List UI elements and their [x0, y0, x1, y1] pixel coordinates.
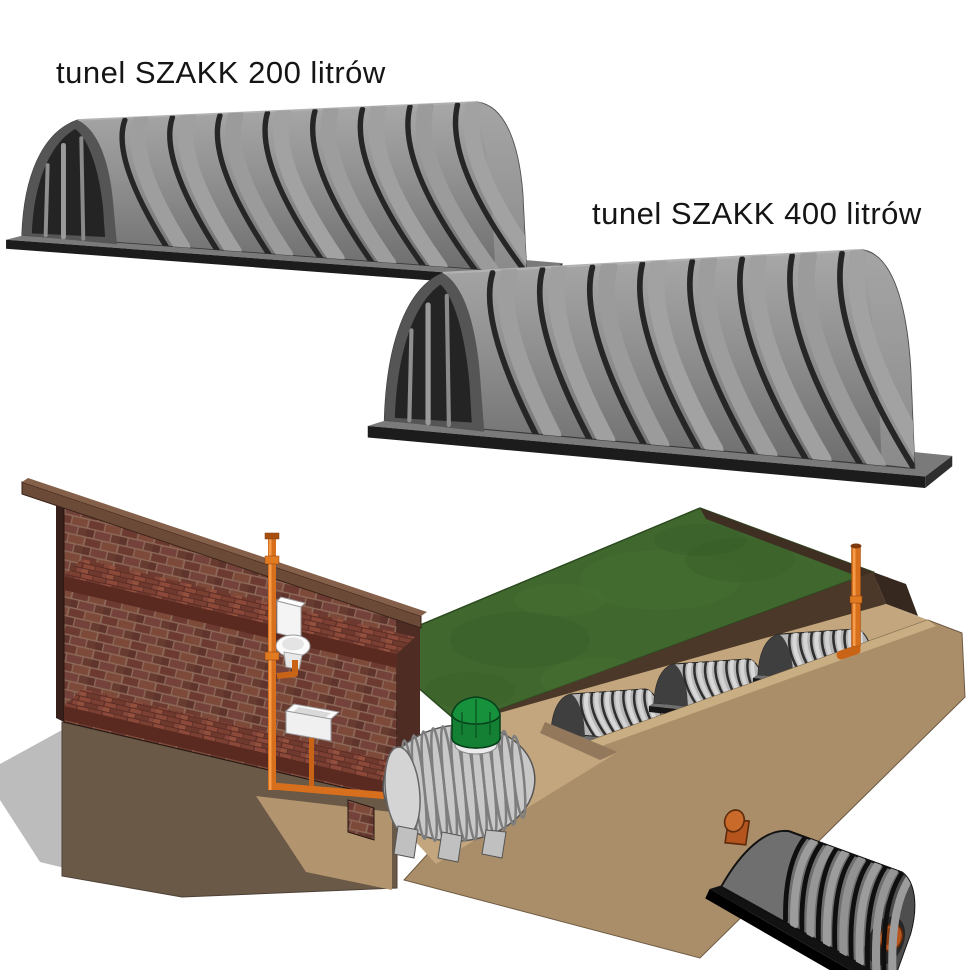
brick-pier [347, 799, 375, 841]
sink-drain-pipe [309, 738, 314, 792]
septic-tank-lid [451, 696, 501, 749]
upper-floor [64, 559, 415, 668]
soil-foreground [61, 619, 966, 959]
product-label-200: tunel SZAKK 200 litrów [56, 55, 386, 90]
lawn [368, 507, 876, 725]
wall-left-edge [56, 492, 64, 722]
soil-dark-band-end [873, 572, 918, 616]
septic-tank [382, 696, 536, 863]
lawn-edge-strip [700, 508, 878, 584]
vent-pipe [836, 543, 863, 660]
roof [21, 478, 427, 629]
sink [284, 703, 341, 742]
product-label-400: tunel SZAKK 400 litrów [592, 196, 922, 231]
toilet-drain-pipe [276, 660, 298, 679]
product-render-tunnel-200 [6, 102, 562, 288]
installation-illustration [0, 478, 966, 970]
product-render-tunnel-400 [368, 250, 952, 488]
